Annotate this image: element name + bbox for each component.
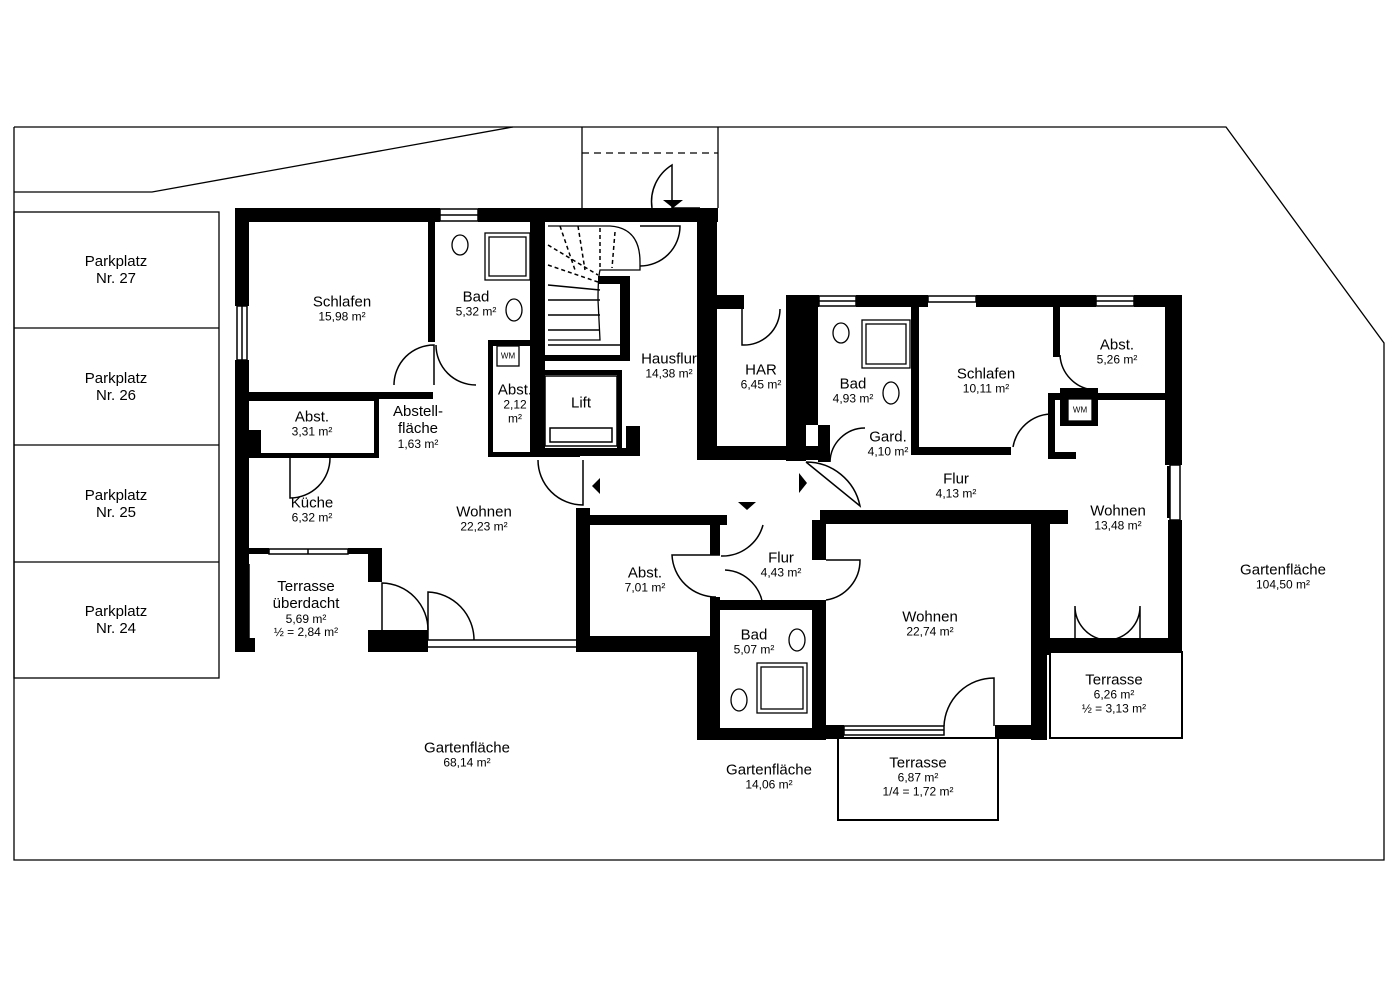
thin-lines [236,208,1183,821]
doors [289,163,1141,727]
walls [235,208,1182,740]
fixtures [451,232,1093,714]
arrows [592,200,807,510]
room-lift: Lift [570,394,592,412]
washing-machine-left: WM [500,351,516,361]
room-gard: Gard.4,10 m² [867,428,909,459]
room-abst-left: Abst.3,31 m² [291,408,333,439]
washing-machine-right: WM [1072,405,1088,415]
room-abst-right: Abst.5,26 m² [1096,336,1138,367]
property-boundary [13,126,1385,861]
room-abst-mid: Abst.7,01 m² [624,564,666,595]
